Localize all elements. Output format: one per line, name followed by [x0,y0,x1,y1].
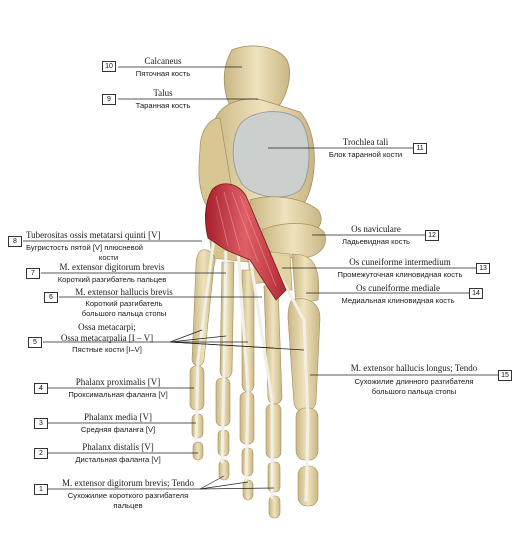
label-latin-calcaneus: Calcaneus [144,56,182,66]
label-russian-ossa-metacarpi: Пястные кости [I–V] [72,345,142,354]
label-russian-ext-dig-brevis: Короткий разгибатель пальцев [57,275,167,284]
label-russian-calcaneus: Пяточная кость [135,69,191,78]
metatarsal-4 [219,261,235,379]
label-russian-os-naviculare: Ладьевидная кость [341,237,411,246]
label-latin-phalanx-media: Phalanx media [V] [84,412,152,422]
label-latin-ext-dig-brevis: M. extensor digitorum brevis [59,262,165,272]
label-num-15: 15 [498,370,512,381]
trochlea-tali [232,111,310,198]
metatarsal-2 [263,285,283,405]
label-latin-ext-dig-brevis-tendo: M. extensor digitorum brevis; Tendo [62,478,194,488]
label-num-8: 8 [8,236,22,247]
label-num-14: 14 [469,288,483,299]
label-num-12: 12 [425,230,439,241]
label-russian-tuberositas-2: кости [98,253,119,262]
label-num-6: 6 [44,292,58,303]
label-num-9: 9 [102,94,116,105]
label-latin-phalanx-distalis: Phalanx distalis [V] [82,442,154,452]
label-num-2: 2 [34,448,48,459]
label-russian-phalanx-media: Средняя фаланга [V] [80,425,156,434]
label-latin-ext-hal-longus: M. extensor hallucis longus; Tendo [350,363,478,373]
label-num-7: 7 [26,268,40,279]
label-num-4: 4 [34,383,48,394]
label-russian-phalanx-distalis: Дистальная фаланга [V] [75,455,161,464]
cuneiform-medial [291,253,320,305]
extensor-digitorum-brevis-muscle [204,183,287,301]
label-num-10: 10 [102,61,116,72]
label-russian-phalanx-proximalis: Проксимальная фаланга [V] [68,390,168,399]
label-num-5: 5 [28,337,42,348]
label-russian-ext-dig-brevis-tendo: Сухожилие короткого разгибателя [67,491,189,500]
label-russian-cuneiforme-mediale: Медиальная клиновидная кость [341,296,455,305]
label-russian-ext-hal-longus: Сухожилие длинного разгибателя [354,377,474,386]
label-latin-tuberositas: Tuberositas ossis metatarsi quinti [V] [26,230,161,240]
label-russian-cuneiforme-intermedium: Промежуточная клиновидная кость [337,270,463,279]
label-latin-os-naviculare: Os naviculare [351,224,401,234]
label-latin-trochlea-tali: Trochlea tali [342,137,389,147]
label-latin-ext-hal-brevis: M. extensor hallucis brevis [75,287,173,297]
label-russian-talus: Таранная кость [135,101,191,110]
leader-lines [23,66,498,490]
label-russian-ext-dig-brevis-tendo-2: пальцев [113,501,143,510]
label-latin-talus: Talus [153,88,173,98]
label-russian-ext-hal-brevis-2: большого пальца стопы [81,309,167,318]
label-num-11: 11 [413,143,427,154]
label-russian-ext-hal-longus-2: большого пальца стопы [371,387,457,396]
label-russian-trochlea-tali: Блок таранной кости [328,150,403,159]
label-num-1: 1 [34,484,48,495]
navicular-bone [261,223,326,259]
label-latin-ossa-metacarpi: Ossa metacarpi; [78,322,136,332]
label-num-3: 3 [34,418,48,429]
label-latin-cuneiforme-mediale: Os cuneiforme mediale [356,283,440,293]
label-latin-cuneiforme-intermedium: Os cuneiforme intermedium [349,257,451,267]
label-latin-phalanx-proximalis: Phalanx proximalis [V] [75,377,161,387]
label-latin-ossa-metacarpalia: Ossa metacarpalia [I – V] [60,333,154,343]
label-num-13: 13 [476,263,490,274]
label-russian-tuberositas: Бугристость пятой [V] плюсневой [26,243,144,252]
label-russian-ext-hal-brevis: Короткий разгибатель [85,299,163,308]
